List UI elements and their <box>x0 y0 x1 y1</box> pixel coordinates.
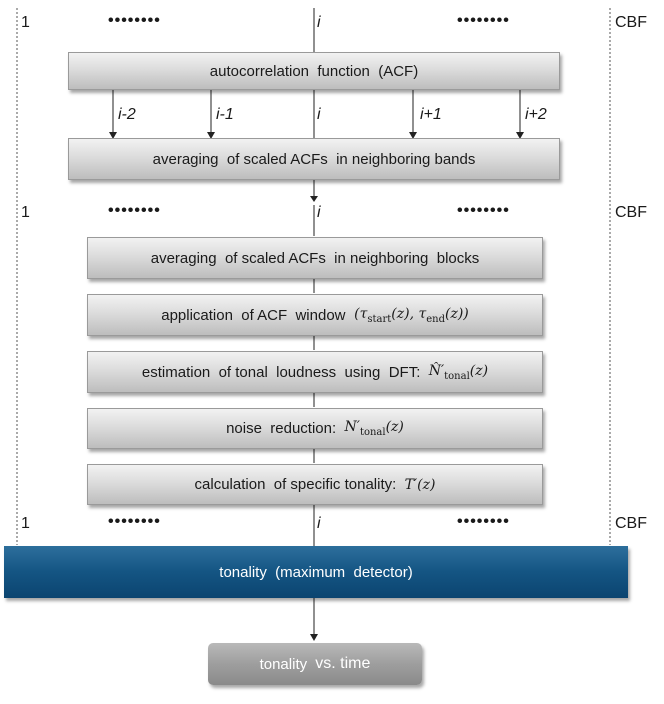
tonal-loudness-math: N̂′tonal(z) <box>428 362 489 382</box>
averaging-blocks-box: averaging of scaled ACFs in neighboring … <box>87 237 543 279</box>
acf-box: autocorrelation function (ACF) <box>68 52 560 90</box>
band-dots-right-1: •••••••• <box>457 12 510 29</box>
band-arrow-label-i+2: i+2 <box>525 106 547 123</box>
acf-window-math: (τstart(z), τend(z)) <box>354 305 469 325</box>
tonality-vs-time-label-a: tonality <box>259 655 312 673</box>
band-arrow-label-i+1: i+1 <box>420 106 442 123</box>
noise-reduction-box: noise reduction: N′tonal(z) <box>87 408 543 449</box>
arrow-head <box>109 132 117 139</box>
arrow-head <box>310 634 318 641</box>
tonal-loudness-box: estimation of tonal loudness using DFT: … <box>87 351 543 393</box>
band-center-label-1: i <box>317 14 321 31</box>
arrow-head <box>516 132 524 139</box>
arrow-head <box>207 132 215 139</box>
band-center-label-3: i <box>317 515 321 532</box>
acf-window-label: application of ACF window <box>161 306 350 324</box>
arrow-head <box>409 132 417 139</box>
tonality-vs-time-label-b: vs. time <box>315 655 371 672</box>
band-arrow-label-i: i <box>317 106 321 123</box>
acf-window-box: application of ACF window (τstart(z), τe… <box>87 294 543 336</box>
band-dots-left-3: •••••••• <box>108 513 161 530</box>
band-arrow-label-i-1: i-1 <box>216 106 234 123</box>
band-dots-left-2: •••••••• <box>108 202 161 219</box>
averaging-bands-label: averaging of scaled ACFs in neighboring … <box>152 150 476 168</box>
band-center-label-2: i <box>317 204 321 221</box>
arrow-head <box>310 196 318 202</box>
noise-reduction-math: N′tonal(z) <box>344 419 404 438</box>
specific-tonality-math: T′(z) <box>404 476 436 493</box>
band-last-label-2: CBF <box>615 204 647 221</box>
averaging-blocks-label: averaging of scaled ACFs in neighboring … <box>150 249 480 267</box>
tonal-loudness-label: estimation of tonal loudness using DFT: <box>141 363 429 381</box>
band-last-label-1: CBF <box>615 14 647 31</box>
maximum-detector-label: tonality (maximum detector) <box>219 563 413 581</box>
band-first-label-3: 1 <box>21 515 30 532</box>
tonality-vs-time-box: tonality vs. time <box>208 643 422 685</box>
band-dots-right-2: •••••••• <box>457 202 510 219</box>
band-dots-left-1: •••••••• <box>108 12 161 29</box>
noise-reduction-label: noise reduction: <box>226 420 345 437</box>
specific-tonality-box: calculation of specific tonality: T′(z) <box>87 464 543 505</box>
maximum-detector-box: tonality (maximum detector) <box>4 546 628 598</box>
averaging-bands-box: averaging of scaled ACFs in neighboring … <box>68 138 560 180</box>
band-arrow-label-i-2: i-2 <box>118 106 136 123</box>
band-last-label-3: CBF <box>615 515 647 532</box>
specific-tonality-label: calculation of specific tonality: <box>194 476 405 493</box>
acf-box-label: autocorrelation function (ACF) <box>209 62 419 80</box>
band-dots-right-3: •••••••• <box>457 513 510 530</box>
band-first-label-2: 1 <box>21 204 30 221</box>
band-first-label-1: 1 <box>21 14 30 31</box>
